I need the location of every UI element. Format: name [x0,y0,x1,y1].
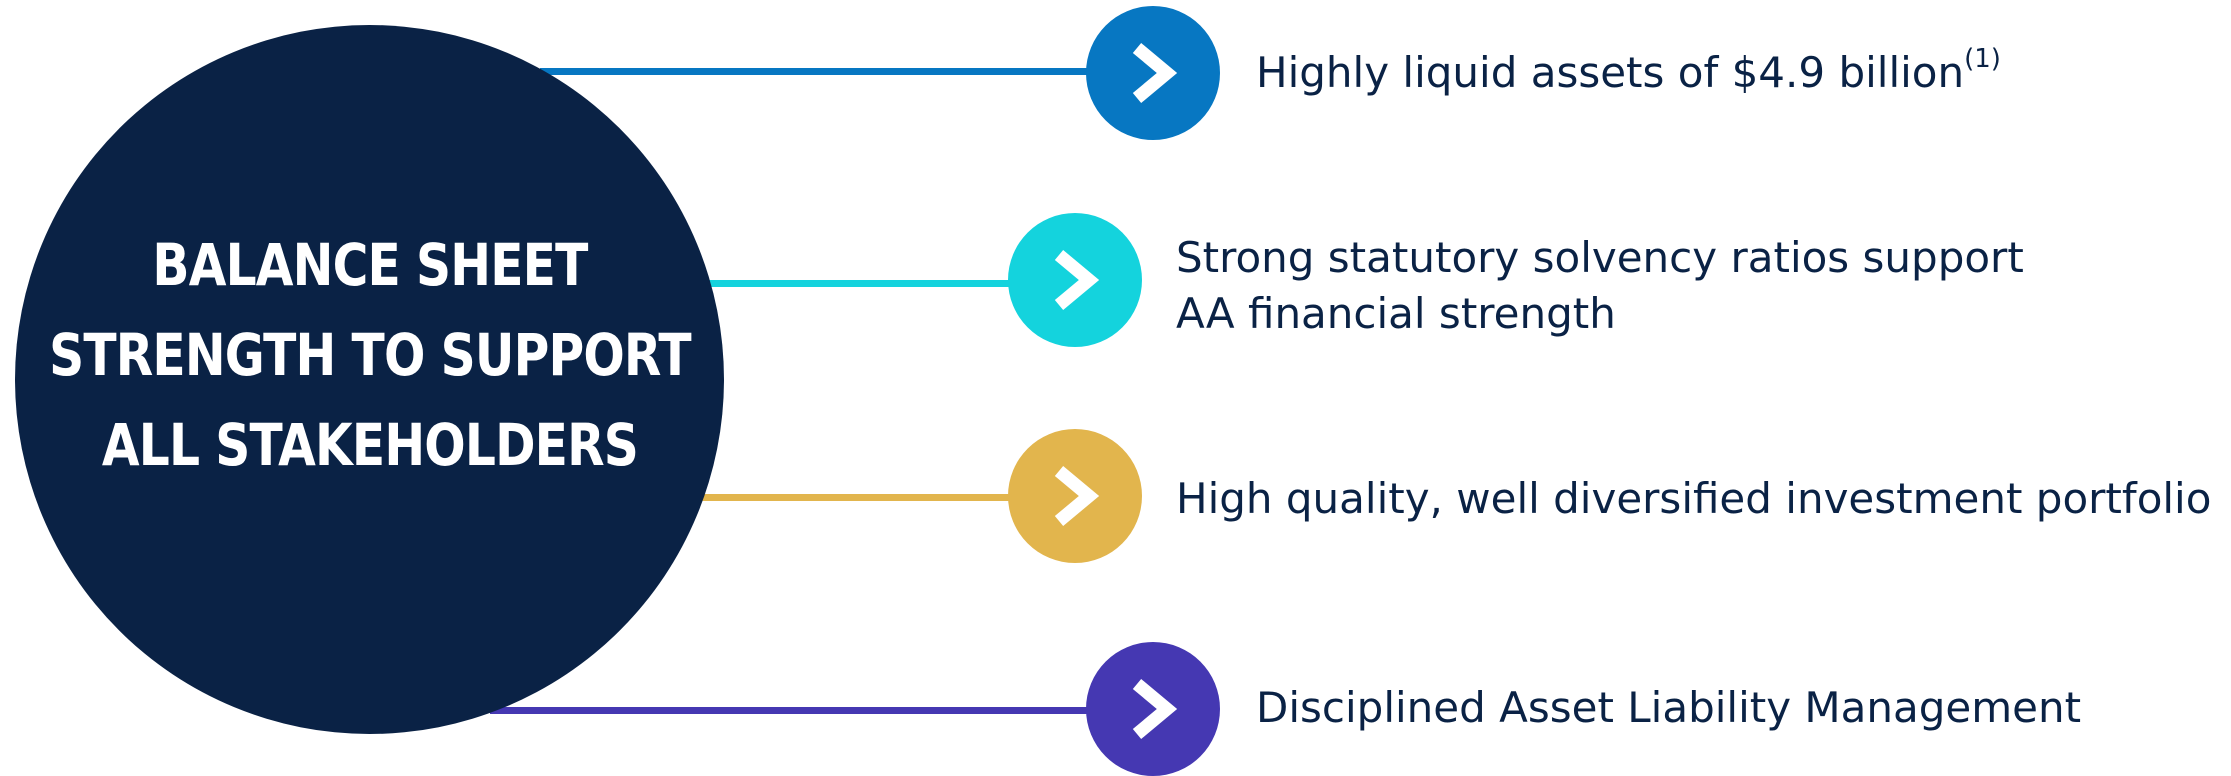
item-text-line: Strong statutory solvency ratios support [1176,233,2024,282]
node-alm [1086,642,1220,776]
item-text: High quality, well diversified investmen… [1176,474,2212,523]
item-text: Disciplined Asset Liability Management [1256,683,2082,732]
node-investment-portfolio [1008,429,1142,563]
hub-title-line: ALL STAKEHOLDERS [101,410,638,479]
item-text-line: AA financial strength [1176,289,1616,338]
chevron-right-icon [1054,466,1100,526]
chevron-right-icon [1132,679,1178,739]
node-liquid-assets [1086,6,1220,140]
item-label-solvency: Strong statutory solvency ratios support… [1176,230,2024,342]
chevron-right-icon [1132,43,1178,103]
hub-title-line: STRENGTH TO SUPPORT [48,320,692,389]
hub-circle: BALANCE SHEET STRENGTH TO SUPPORT ALL ST… [15,25,724,734]
item-text: Highly liquid assets of $4.9 billion [1256,48,1965,97]
item-label-alm: Disciplined Asset Liability Management [1256,680,2081,736]
connector-line-investment-portfolio [690,494,1030,501]
footnote-marker: (1) [1964,44,2001,74]
connector-line-solvency [690,280,1030,287]
item-label-investment-portfolio: High quality, well diversified investmen… [1176,471,2211,527]
node-solvency [1008,213,1142,347]
hub-title-line: BALANCE SHEET [151,230,588,299]
hub-title: BALANCE SHEET STRENGTH TO SUPPORT ALL ST… [48,220,692,490]
chevron-right-icon [1054,250,1100,310]
connector-line-liquid-assets [540,68,1100,75]
item-label-liquid-assets: Highly liquid assets of $4.9 billion(1) [1256,45,2001,101]
connector-line-alm [490,707,1100,714]
